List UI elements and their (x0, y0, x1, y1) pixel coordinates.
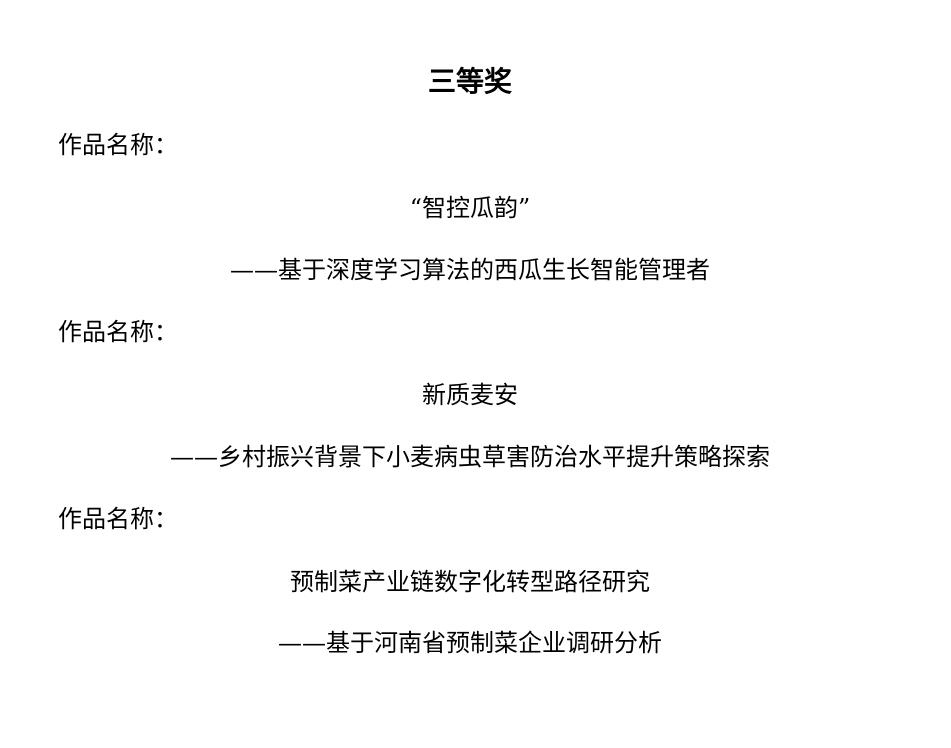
entry-subtitle: ——基于深度学习算法的西瓜生长智能管理者 (230, 256, 710, 284)
entry-label: 作品名称： (58, 318, 178, 346)
entry-title: 预制菜产业链数字化转型路径研究 (290, 568, 650, 596)
entry-title: “智控瓜韵” (409, 194, 531, 222)
entry-label: 作品名称： (58, 131, 178, 159)
entry-subtitle: ——基于河南省预制菜企业调研分析 (278, 629, 662, 657)
entry-title: 新质麦安 (422, 381, 518, 409)
entry-label: 作品名称： (58, 505, 178, 533)
award-heading: 三等奖 (427, 65, 512, 98)
entry-subtitle: ——乡村振兴背景下小麦病虫草害防治水平提升策略探索 (170, 443, 770, 471)
